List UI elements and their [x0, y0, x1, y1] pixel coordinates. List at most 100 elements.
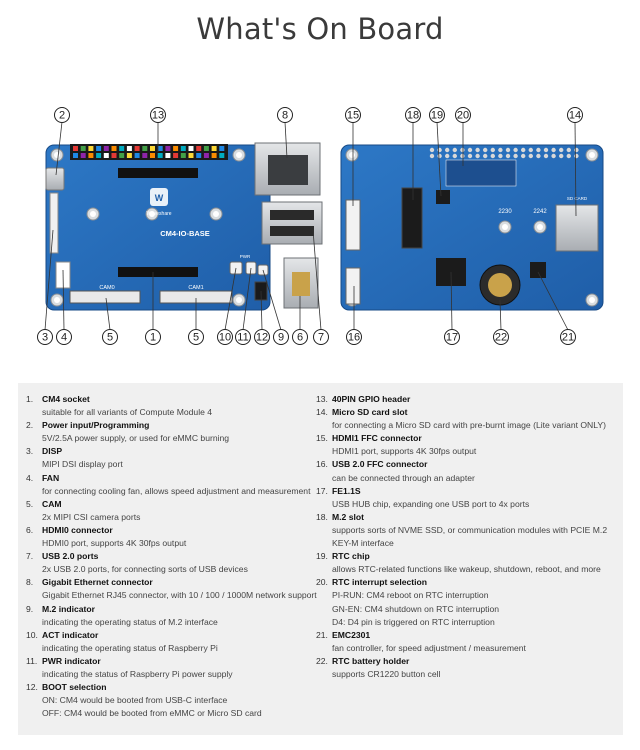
legend-item-number: 13.	[316, 394, 328, 404]
legend-item-description: MIPI DSI display port	[42, 459, 123, 470]
callout-number: 13	[152, 110, 164, 122]
back-board: SD CARD 2230 2242	[340, 144, 604, 311]
legend-item-heading: 20.RTC interrupt selection	[316, 576, 622, 589]
hdmi1-ffc-connector	[345, 199, 361, 251]
pwr-silk-label: PWR	[240, 254, 251, 259]
callout-number: 18	[407, 110, 419, 122]
legend-item-title: RTC chip	[332, 551, 370, 562]
gpio-header	[70, 144, 228, 160]
callout-number: 2	[59, 110, 65, 122]
legend-item-number: 6.	[26, 524, 34, 535]
legend-item: 13.40PIN GPIO header	[316, 393, 622, 406]
legend-item-description: fan controller, for speed adjustment / m…	[332, 642, 526, 653]
legend-item-heading: 6.HDMI0 connector	[26, 524, 318, 537]
legend-item-heading: 8.Gigabit Ethernet connector	[26, 576, 318, 589]
legend-item-title: EMC2301	[332, 629, 371, 640]
callout-1: 1	[145, 329, 161, 345]
callout-18: 18	[405, 107, 421, 123]
cm4-socket-bottom	[118, 267, 198, 277]
callout-5: 5	[188, 329, 204, 345]
callout-14: 14	[567, 107, 583, 123]
legend-item-description: USB HUB chip, expanding one USB port to …	[332, 498, 530, 509]
legend-item-description: HDMI0 port, supports 4K 30fps output	[42, 538, 187, 549]
legend-item-heading: 2.Power input/Programming	[26, 419, 318, 432]
callout-number: 4	[61, 332, 67, 344]
usb-label: USB 1/2	[287, 197, 306, 203]
callout-number: 8	[282, 110, 288, 122]
callout-number: 6	[297, 332, 303, 344]
callout-number: 11	[237, 332, 248, 344]
legend-item-description: 5V/2.5A power supply, or used for eMMC b…	[42, 433, 230, 444]
legend-item-description: indicating the operating status of M.2 i…	[42, 616, 218, 627]
legend-item-description: for connecting cooling fan, allows speed…	[42, 485, 311, 496]
legend-item-heading: 22.RTC battery holder	[316, 655, 622, 668]
legend-item-title: CM4 socket	[42, 394, 90, 404]
callout-11: 11	[235, 329, 251, 345]
front-board: W Waveshare CM4-IO-BASE CAM0 CAM1 USB 1/…	[45, 142, 323, 311]
callout-10: 10	[217, 329, 233, 345]
logo-text: Waveshare	[146, 211, 171, 217]
legend-item-description: GN-EN: CM4 shutdown on RTC interruption	[332, 603, 500, 614]
legend-item-description: PI-RUN: CM4 reboot on RTC interruption	[332, 590, 489, 601]
legend-item-heading: 19.RTC chip	[316, 550, 622, 563]
callout-8: 8	[277, 107, 293, 123]
legend-item-description: KEY-M interface	[332, 538, 394, 549]
legend-item-number: 15.	[316, 433, 328, 444]
legend-item-heading: 15.HDMI1 FFC connector	[316, 432, 622, 445]
callout-number: 5	[193, 332, 199, 344]
legend-item-title: USB 2.0 FFC connector	[332, 459, 428, 470]
legend-item-description: 2x MIPI CSI camera ports	[42, 511, 141, 522]
cm4-socket-top	[118, 168, 198, 178]
legend-item-number: 1.	[26, 394, 34, 404]
disp-connector	[49, 192, 59, 254]
legend-item-description: indicating the status of Raspberry Pi po…	[42, 668, 233, 679]
emc2301-chip	[530, 262, 546, 278]
callout-16: 16	[346, 329, 362, 345]
legend-item-number: 12.	[26, 682, 38, 693]
legend-item-number: 8.	[26, 577, 34, 588]
callout-21: 21	[560, 329, 576, 345]
legend-item-title: PWR indicator	[42, 655, 101, 666]
legend-item-description: Gigabit Ethernet RJ45 connector, with 10…	[42, 590, 317, 601]
waveshare-logo-icon	[150, 188, 168, 206]
hdmi0-label: HDMI0	[283, 251, 299, 257]
legend-panel: 1. CM4 socket suitable for all variants of…	[18, 383, 623, 735]
callout-2: 2	[54, 107, 70, 123]
legend-item-title: ACT indicator	[42, 629, 99, 640]
legend-item-heading: 1. CM4 socket	[26, 393, 318, 406]
callout-12: 12	[254, 329, 270, 345]
callout-number: 21	[562, 332, 574, 344]
legend-item-description: OFF: CM4 would be booted from eMMC or Mi…	[42, 708, 262, 719]
micro-sd-slot	[555, 204, 599, 252]
legend-item-heading: 4.FAN	[26, 472, 318, 485]
legend-item-number: 2.	[26, 420, 34, 431]
legend-item-description: ON: CM4 would be booted from USB-C inter…	[42, 695, 228, 706]
legend-item-heading: 13.40PIN GPIO header	[316, 393, 622, 406]
svg-text:W: W	[155, 193, 164, 203]
legend-item-number: 22.	[316, 655, 328, 666]
legend-column-left: 1. CM4 socket suitable for all variants of…	[26, 393, 318, 720]
legend-item-heading: 17.FE1.1S	[316, 485, 622, 498]
legend-item-number: 14.	[316, 407, 328, 418]
legend-item-description: suitable for all variants of Compute Mod…	[42, 407, 213, 418]
callout-9: 9	[273, 329, 289, 345]
legend-item-heading: 7.USB 2.0 ports	[26, 550, 318, 563]
legend-item-description: can be connected through an adapter	[332, 472, 475, 483]
callout-number: 17	[446, 332, 458, 344]
legend-item-title: Micro SD card slot	[332, 407, 408, 418]
legend-item-number: 7.	[26, 551, 34, 562]
callout-number: 1	[150, 332, 156, 344]
callout-19: 19	[429, 107, 445, 123]
callout-4: 4	[56, 329, 72, 345]
